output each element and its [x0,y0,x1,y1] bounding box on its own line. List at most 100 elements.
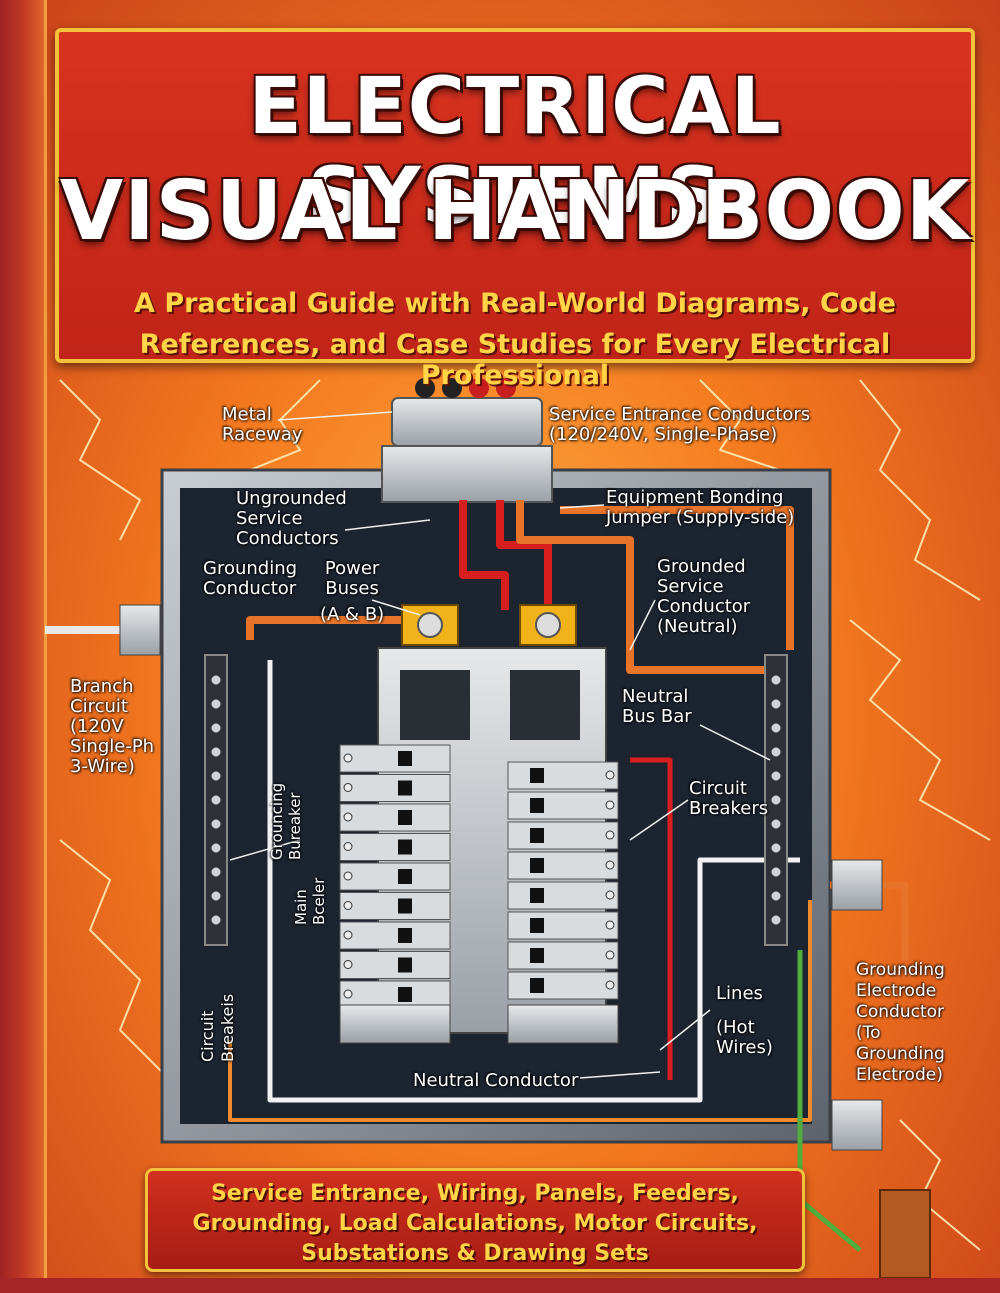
breaker-screw [605,950,615,960]
label-line: Grounded [657,556,746,577]
bus-screw [770,842,782,854]
label-line: Conductor [657,596,751,617]
breaker-screw [605,830,615,840]
bus-screw [210,698,222,710]
grounding-electrode [879,1189,931,1279]
bus-screw [210,914,222,926]
leader-line [659,1009,711,1051]
bottom-edge [0,1278,1000,1293]
label-line: Circuit [70,696,128,717]
label-neutral-conductor: Neutral Conductor [413,1070,579,1091]
breaker-right [507,791,619,820]
label-line: Breakeis [218,993,237,1062]
lightning-decoration [59,379,991,1251]
label-line: (Neutral) [657,616,738,637]
label-line: Grouncing [268,782,286,860]
label-line: Grounding [856,1044,945,1064]
label-circuit-breakers-right: Circuit Breakers [689,779,768,819]
label-line: 3-Wire) [70,756,135,777]
bus-screw [535,612,561,638]
breaker-left [339,951,451,979]
breaker-screw [343,989,353,999]
neutral-wire [516,500,765,674]
lightning-bolt [699,379,781,471]
service-fitting [381,445,553,503]
breaker-right [507,941,619,970]
label-line: Wires) [716,1037,773,1058]
leader-line [229,839,301,861]
label-line: (To [856,1023,881,1043]
bus-screw [770,698,782,710]
bus-screw [210,674,222,686]
label-line: Conductor [856,1002,945,1022]
hot-wire-a [459,500,509,610]
label-line: Circuit [198,1010,217,1063]
leader-line [277,411,393,421]
label-line: Electrode [856,981,937,1001]
label-grounded-service-conductor: Grounded Service Conductor (Neutral) [657,557,750,637]
grounding-wire-left [246,616,420,640]
label-line: Main [292,889,310,925]
label-service-entrance: Service Entrance Conductors (120/240V, S… [549,405,810,445]
terminal-cap [469,378,489,398]
label-branch-circuit: Branch Circuit (120V Single-Ph 3-Wire) [70,677,154,777]
breaker-right [507,821,619,850]
main-breaker-slot [510,670,580,740]
breaker-screw [605,770,615,780]
label-grounding-electrode-conductor: Grounding Electrode Conductor (To Ground… [856,960,945,1086]
label-line: Service [657,576,724,597]
label-line: Power [324,558,380,579]
breaker-left [339,744,451,773]
breaker-screw [343,842,353,851]
bus-screw [770,674,782,686]
label-line: Equipment Bonding [606,487,784,508]
breaker-left [339,892,451,920]
lightning-bolt [59,839,171,1081]
breaker-screw [605,890,615,900]
bus-screw [770,794,782,806]
breaker-toggle [530,948,544,963]
label-line: Bureaker [286,792,304,860]
breaker-toggle [398,780,412,796]
bus-screw [210,722,222,734]
bonding-jumper-wire [560,506,794,650]
lightning-bolt [249,379,321,471]
leader-line [559,504,605,509]
breaker-screw [605,920,615,930]
orange-trace [228,900,812,1122]
breaker-left [339,921,451,950]
main-breaker-slot [400,670,470,740]
label-line: Metal [222,404,272,425]
breaker-screw [343,901,353,910]
left-breaker-stack [339,744,451,1009]
breaker-toggle [530,828,544,843]
label-line: Conductors [236,528,339,549]
breaker-left [339,774,451,802]
footer-banner: Service Entrance, Wiring, Panels, Feeder… [145,1168,805,1272]
label-bonding-jumper: Equipment Bonding Jumper (Supply-side) [606,488,794,528]
label-line: Conductor [203,578,297,599]
side-connector-left [119,604,161,656]
hot-wire-b [496,500,552,610]
terminal-cap [442,378,462,398]
breaker-toggle [530,798,544,813]
bus-screw [770,914,782,926]
breaker-toggle [530,978,544,993]
leader-line [699,724,771,761]
breaker-toggle [530,858,544,873]
bus-screw [210,890,222,902]
footer-line-1: Service Entrance, Wiring, Panels, Feeder… [211,1181,739,1206]
bus-screw [210,746,222,758]
breaker-base [507,1004,619,1044]
label-circuit-breakers-left: Circuit Breakeis [198,994,238,1062]
lightning-bolt [899,1119,981,1251]
bus-screw [210,770,222,782]
label-line: Bus Bar [622,706,692,727]
breaker-screw [605,860,615,870]
breaker-left [339,833,451,861]
breaker-right [507,911,619,940]
book-title-line-2: VISUAL HANDBOOK [59,164,971,259]
metal-raceway [391,397,543,447]
